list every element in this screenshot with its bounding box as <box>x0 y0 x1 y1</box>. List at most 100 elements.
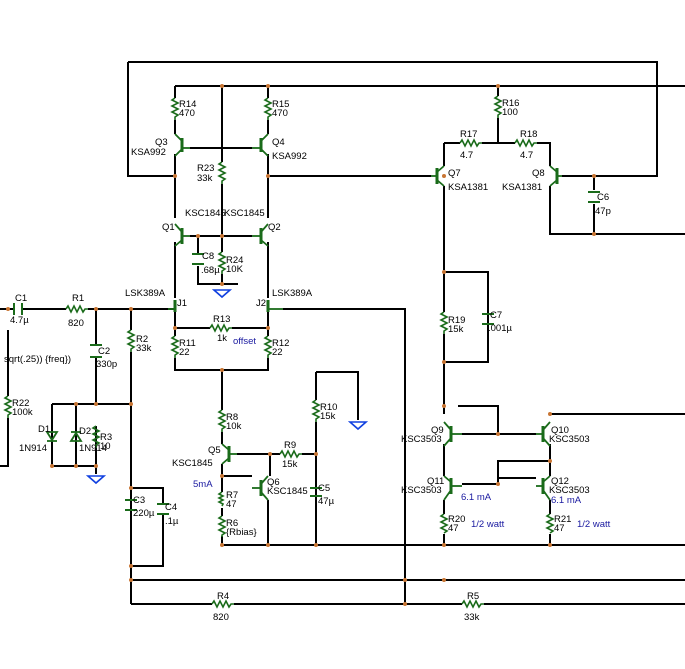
label-R20: R20 <box>448 514 465 525</box>
label-C3: C3 <box>133 495 145 506</box>
label-R19-value: 15k <box>448 324 464 335</box>
label-C1: C1 <box>15 293 27 304</box>
D1-body <box>45 431 59 442</box>
Q7-symbol <box>431 165 445 187</box>
label-Q9: Q9 <box>431 425 444 436</box>
label-R3: R3 <box>100 432 112 443</box>
label-R6-value: {Rbias} <box>226 527 257 538</box>
label-R17: R17 <box>460 129 477 140</box>
label-R19: R19 <box>448 315 465 326</box>
label-R2: R2 <box>136 334 148 345</box>
C6-body <box>588 191 600 203</box>
label-R9: R9 <box>284 440 296 451</box>
label-R5: R5 <box>467 591 479 602</box>
R15-body <box>263 97 273 120</box>
C7-body <box>482 313 494 325</box>
label-R20-value: 47 <box>448 523 459 534</box>
label-R12-value: 22 <box>272 347 283 358</box>
ground-icon <box>347 421 369 431</box>
ground-icon <box>85 475 107 485</box>
label-R18-value: 4.7 <box>520 150 533 161</box>
label-R24: R24 <box>226 255 243 266</box>
label-R11-value: 22 <box>179 347 190 358</box>
R6-body <box>217 515 227 537</box>
label-R14: R14 <box>179 99 196 110</box>
label-D2-type: 1N914 <box>79 443 107 454</box>
R8-body <box>217 409 227 432</box>
label-Q7: Q7 <box>448 168 461 179</box>
label-C8: C8 <box>202 251 214 262</box>
C1-body <box>13 303 23 315</box>
J2-symbol <box>266 300 283 312</box>
label-C2-value: 330p <box>96 359 117 370</box>
R10-body <box>311 399 321 422</box>
label-C1-value: 4.7µ <box>10 315 29 326</box>
label-Q6-type: KSC1845 <box>267 486 308 497</box>
label-D2: D2 <box>79 426 91 437</box>
label-J2-type: LSK389A <box>272 288 313 299</box>
label-C4: C4 <box>165 502 177 513</box>
label-R18: R18 <box>520 129 537 140</box>
label-R6: R6 <box>226 518 238 529</box>
junctions <box>6 84 596 606</box>
label-C5: C5 <box>318 483 330 494</box>
label-C5-value: 47µ <box>318 496 335 507</box>
R7-body <box>217 491 225 507</box>
Q8-symbol <box>549 165 562 187</box>
label-R10-value: 15k <box>320 411 336 422</box>
label-Q3: Q3 <box>155 137 168 148</box>
label-Q8-type: KSA1381 <box>502 182 542 193</box>
label-Q2: Q2 <box>268 222 281 233</box>
label-C6: C6 <box>597 192 609 203</box>
label-Q10: Q10 <box>551 425 569 436</box>
Q1-symbol <box>174 223 190 247</box>
R18-body <box>514 138 537 148</box>
label-R16: R16 <box>502 98 519 109</box>
label-R24-value: 10K <box>226 264 244 275</box>
label-R23-value: 33k <box>197 173 213 184</box>
Q6-symbol <box>252 475 269 501</box>
C3-body <box>125 499 137 511</box>
label-R22-value: 100k <box>12 407 33 418</box>
label-R20-watt: 1/2 watt <box>471 519 505 530</box>
label-R7-value: 47 <box>226 499 237 510</box>
label-Q12-type: KSC3503 <box>549 485 590 496</box>
label-D1-type: 1N914 <box>19 443 47 454</box>
label-Q2-type: KSC1845 <box>224 208 265 219</box>
ground-icon <box>211 289 233 299</box>
R14-body <box>170 97 180 120</box>
label-R2-value: 33k <box>136 343 152 354</box>
wires <box>0 61 685 605</box>
R20-body <box>439 513 449 534</box>
R22-body <box>3 395 13 418</box>
label-R14-value: 470 <box>179 108 195 119</box>
Q10-symbol <box>536 421 551 447</box>
R23-body <box>217 161 227 184</box>
Q4-symbol <box>252 133 269 157</box>
label-C7-value: .001µ <box>488 323 512 334</box>
label-R23: R23 <box>197 163 214 174</box>
Q11-symbol <box>443 475 462 501</box>
Q5-symbol <box>221 443 237 465</box>
label-Q10-type: KSC3503 <box>549 434 590 445</box>
label-Q7-type: KSA1381 <box>448 182 488 193</box>
label-current-q12: 6.1 mA <box>551 495 582 506</box>
label-R17-value: 4.7 <box>460 150 473 161</box>
Q9-symbol <box>443 421 462 447</box>
label-R12: R12 <box>272 338 289 349</box>
label-Q4-type: KSA992 <box>272 151 307 162</box>
label-Q5: Q5 <box>208 445 221 456</box>
label-R5-value: 33k <box>464 612 480 623</box>
labels: R14 470 R15 470 R16 100 R17 4.7 R18 4.7 … <box>4 98 611 623</box>
label-R21-watt: 1/2 watt <box>577 519 611 530</box>
label-R3-value: 10 <box>100 441 111 452</box>
J1-symbol <box>168 300 177 312</box>
label-R13-value: 1k <box>217 333 227 344</box>
R12-body <box>263 335 273 358</box>
label-Q11-type: KSC3503 <box>401 485 442 496</box>
resistors <box>3 95 555 609</box>
label-R8: R8 <box>226 412 238 423</box>
R5-body <box>461 599 484 609</box>
label-Q1: Q1 <box>162 222 175 233</box>
